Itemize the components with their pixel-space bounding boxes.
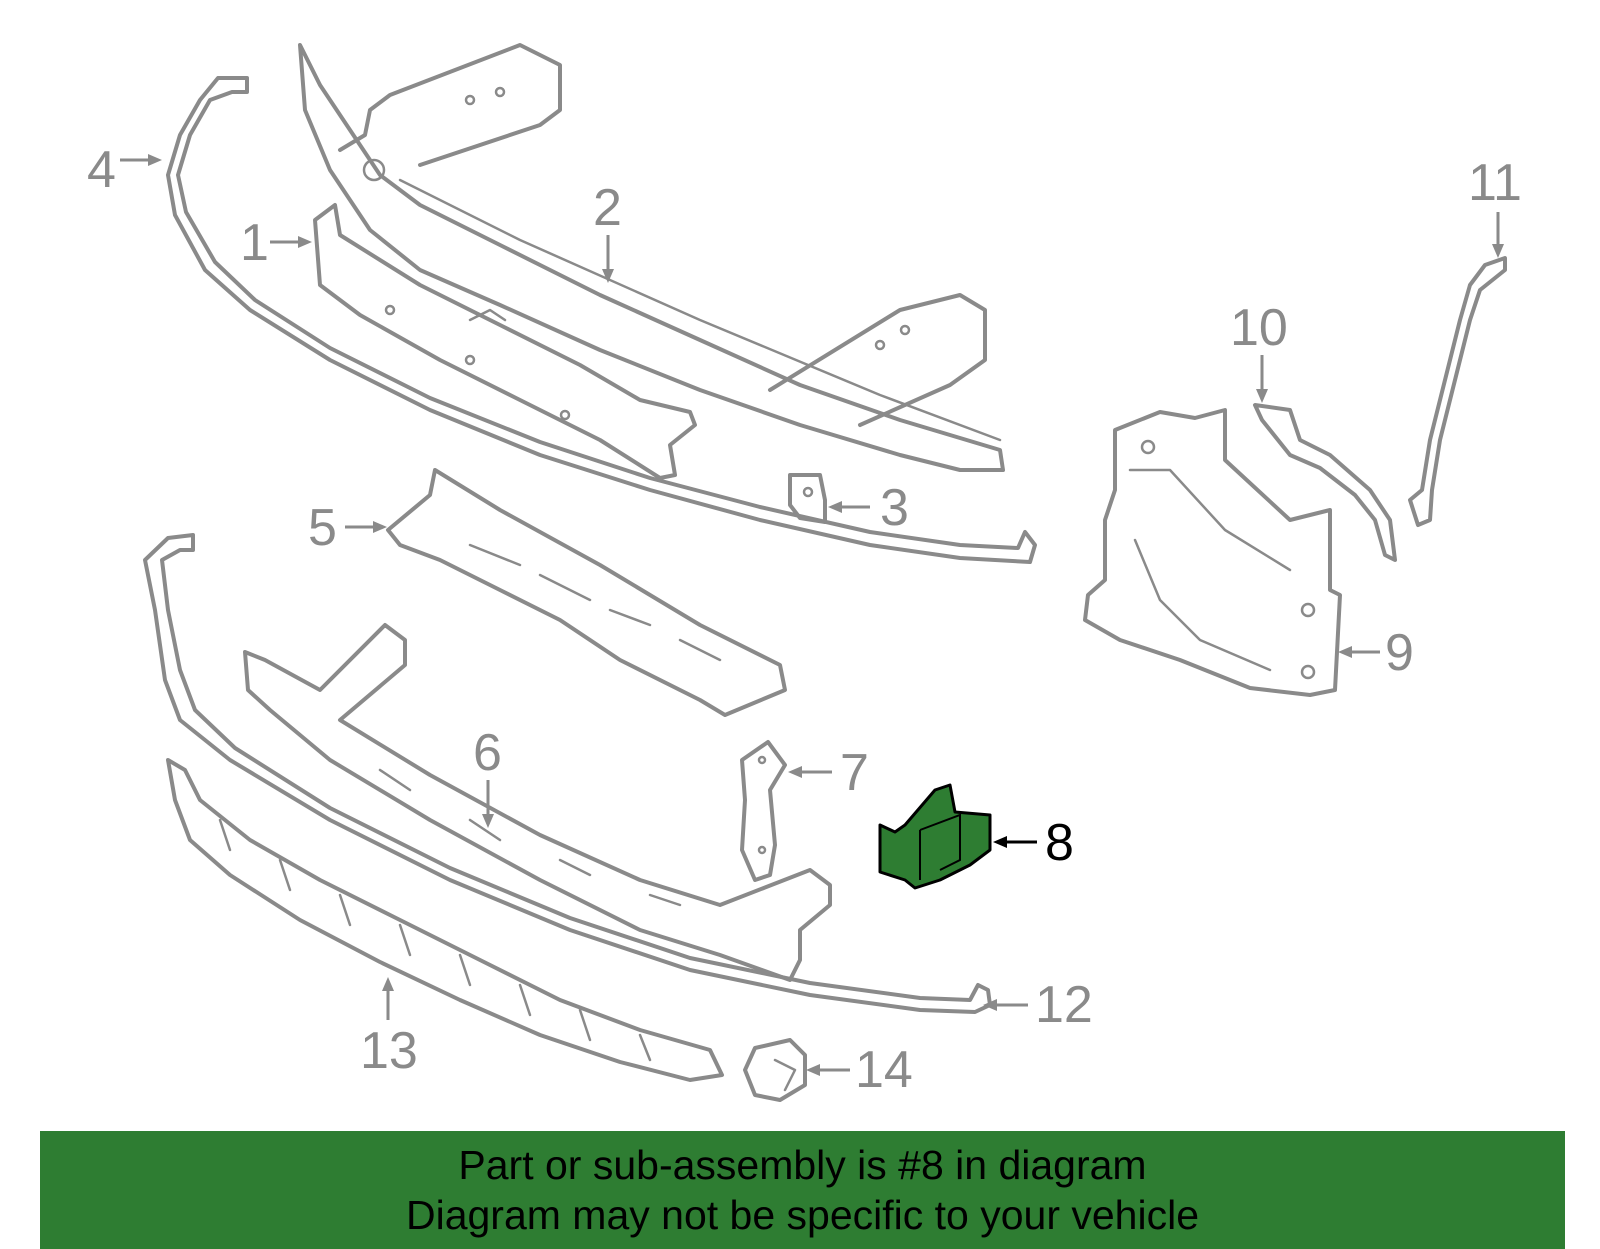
svg-text:9: 9 (1385, 624, 1414, 682)
part-2-reinforcement-beam (298, 43, 1005, 472)
part-1-absorber (313, 203, 697, 480)
svg-text:3: 3 (880, 479, 909, 537)
svg-text:14: 14 (855, 1041, 913, 1099)
svg-text:5: 5 (308, 499, 337, 557)
svg-text:13: 13 (360, 1022, 418, 1080)
part-6-lower-reinforcement (243, 623, 832, 982)
parts-diagram: 1 2 3 4 5 6 7 8 9 10 (87, 43, 1522, 1102)
callout-8: 8 (993, 814, 1074, 872)
callout-2: 2 (593, 179, 622, 283)
part-7-bracket (740, 740, 787, 882)
callout-11: 11 (1468, 154, 1522, 258)
part-14-cap (743, 1038, 807, 1102)
svg-text:11: 11 (1468, 154, 1522, 212)
svg-text:12: 12 (1035, 976, 1093, 1034)
callout-12: 12 (983, 976, 1093, 1034)
callout-1: 1 (240, 214, 312, 272)
part-13-grille (166, 758, 724, 1082)
banner-line-disclaimer: Diagram may not be specific to your vehi… (405, 1192, 1199, 1238)
svg-text:2: 2 (593, 179, 622, 237)
callout-10: 10 (1230, 299, 1288, 403)
part-3-clip (788, 473, 827, 524)
info-banner: Part or sub-assembly is #8 in diagram Di… (40, 1131, 1565, 1249)
callout-5: 5 (308, 499, 387, 557)
callout-9: 9 (1338, 624, 1414, 682)
part-4-cover-strip (166, 76, 1037, 564)
svg-text:6: 6 (473, 724, 502, 782)
part-8-bracket-highlighted (878, 783, 992, 890)
svg-text:1: 1 (240, 214, 269, 272)
part-11-strap (1408, 256, 1507, 527)
svg-text:10: 10 (1230, 299, 1288, 357)
part-10-seal (1253, 403, 1397, 562)
callout-14: 14 (806, 1041, 913, 1099)
callout-3: 3 (828, 479, 909, 537)
part-5-deflector (386, 468, 787, 717)
svg-text:4: 4 (87, 141, 116, 199)
callout-13: 13 (360, 977, 418, 1080)
svg-text:8: 8 (1045, 814, 1074, 872)
part-9-support-frame (1083, 408, 1342, 697)
callout-7: 7 (788, 744, 869, 802)
callout-6: 6 (473, 724, 502, 828)
banner-line-part-number: Part or sub-assembly is #8 in diagram (458, 1142, 1147, 1188)
svg-text:7: 7 (840, 744, 869, 802)
part-12-lower-strip (143, 533, 992, 1014)
callout-4: 4 (87, 141, 162, 199)
